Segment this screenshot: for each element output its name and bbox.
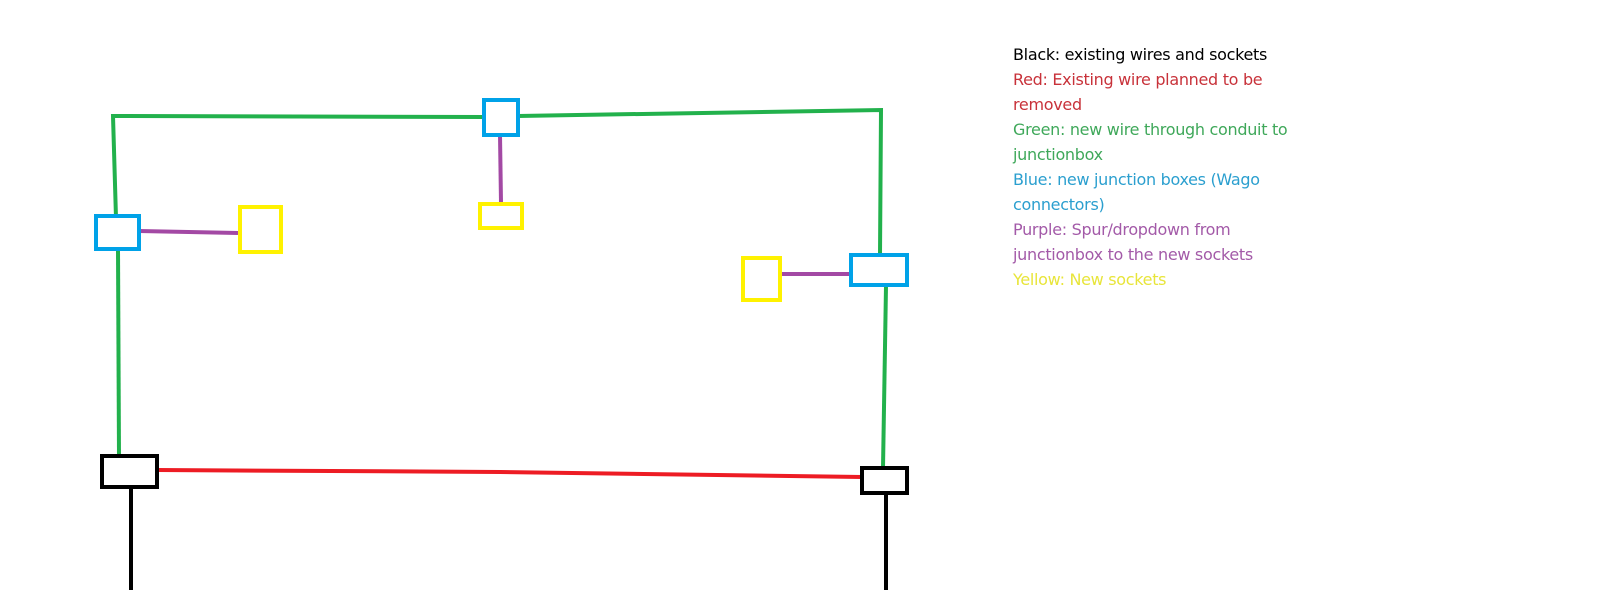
black-existing-wires — [100, 454, 909, 590]
legend-yellow: Yellow: New sockets — [1013, 270, 1167, 289]
purple-spurs — [138, 134, 851, 276]
green-wire-top-left — [110, 113, 485, 219]
new-socket-top — [478, 202, 524, 230]
new-socket-right — [741, 256, 782, 302]
red-wire-to-remove — [156, 468, 863, 479]
blue-junction-boxes — [94, 98, 909, 287]
new-socket-left — [238, 205, 283, 254]
spur-left — [138, 229, 239, 235]
legend-red: Red: Existing wire planned to be removed — [1013, 70, 1263, 114]
green-wire-left-down — [116, 248, 121, 458]
legend-blue: Blue: new junction boxes (Wago connector… — [1013, 170, 1260, 214]
yellow-new-sockets — [238, 202, 782, 302]
existing-socket-left — [100, 454, 159, 489]
legend-purple: Purple: Spur/dropdown from junctionbox t… — [1013, 220, 1253, 264]
junction-box-right — [849, 253, 909, 287]
junction-box-top — [482, 98, 520, 137]
legend: Black: existing wires and sockets Red: E… — [1013, 42, 1323, 292]
green-new-wires — [110, 107, 888, 469]
existing-socket-right — [860, 466, 909, 495]
legend-green: Green: new wire through conduit to junct… — [1013, 120, 1288, 164]
spur-top — [498, 134, 503, 204]
green-wire-top-right — [517, 107, 884, 257]
green-wire-right-down — [881, 285, 888, 469]
junction-box-left — [94, 214, 141, 251]
legend-black: Black: existing wires and sockets — [1013, 45, 1268, 64]
